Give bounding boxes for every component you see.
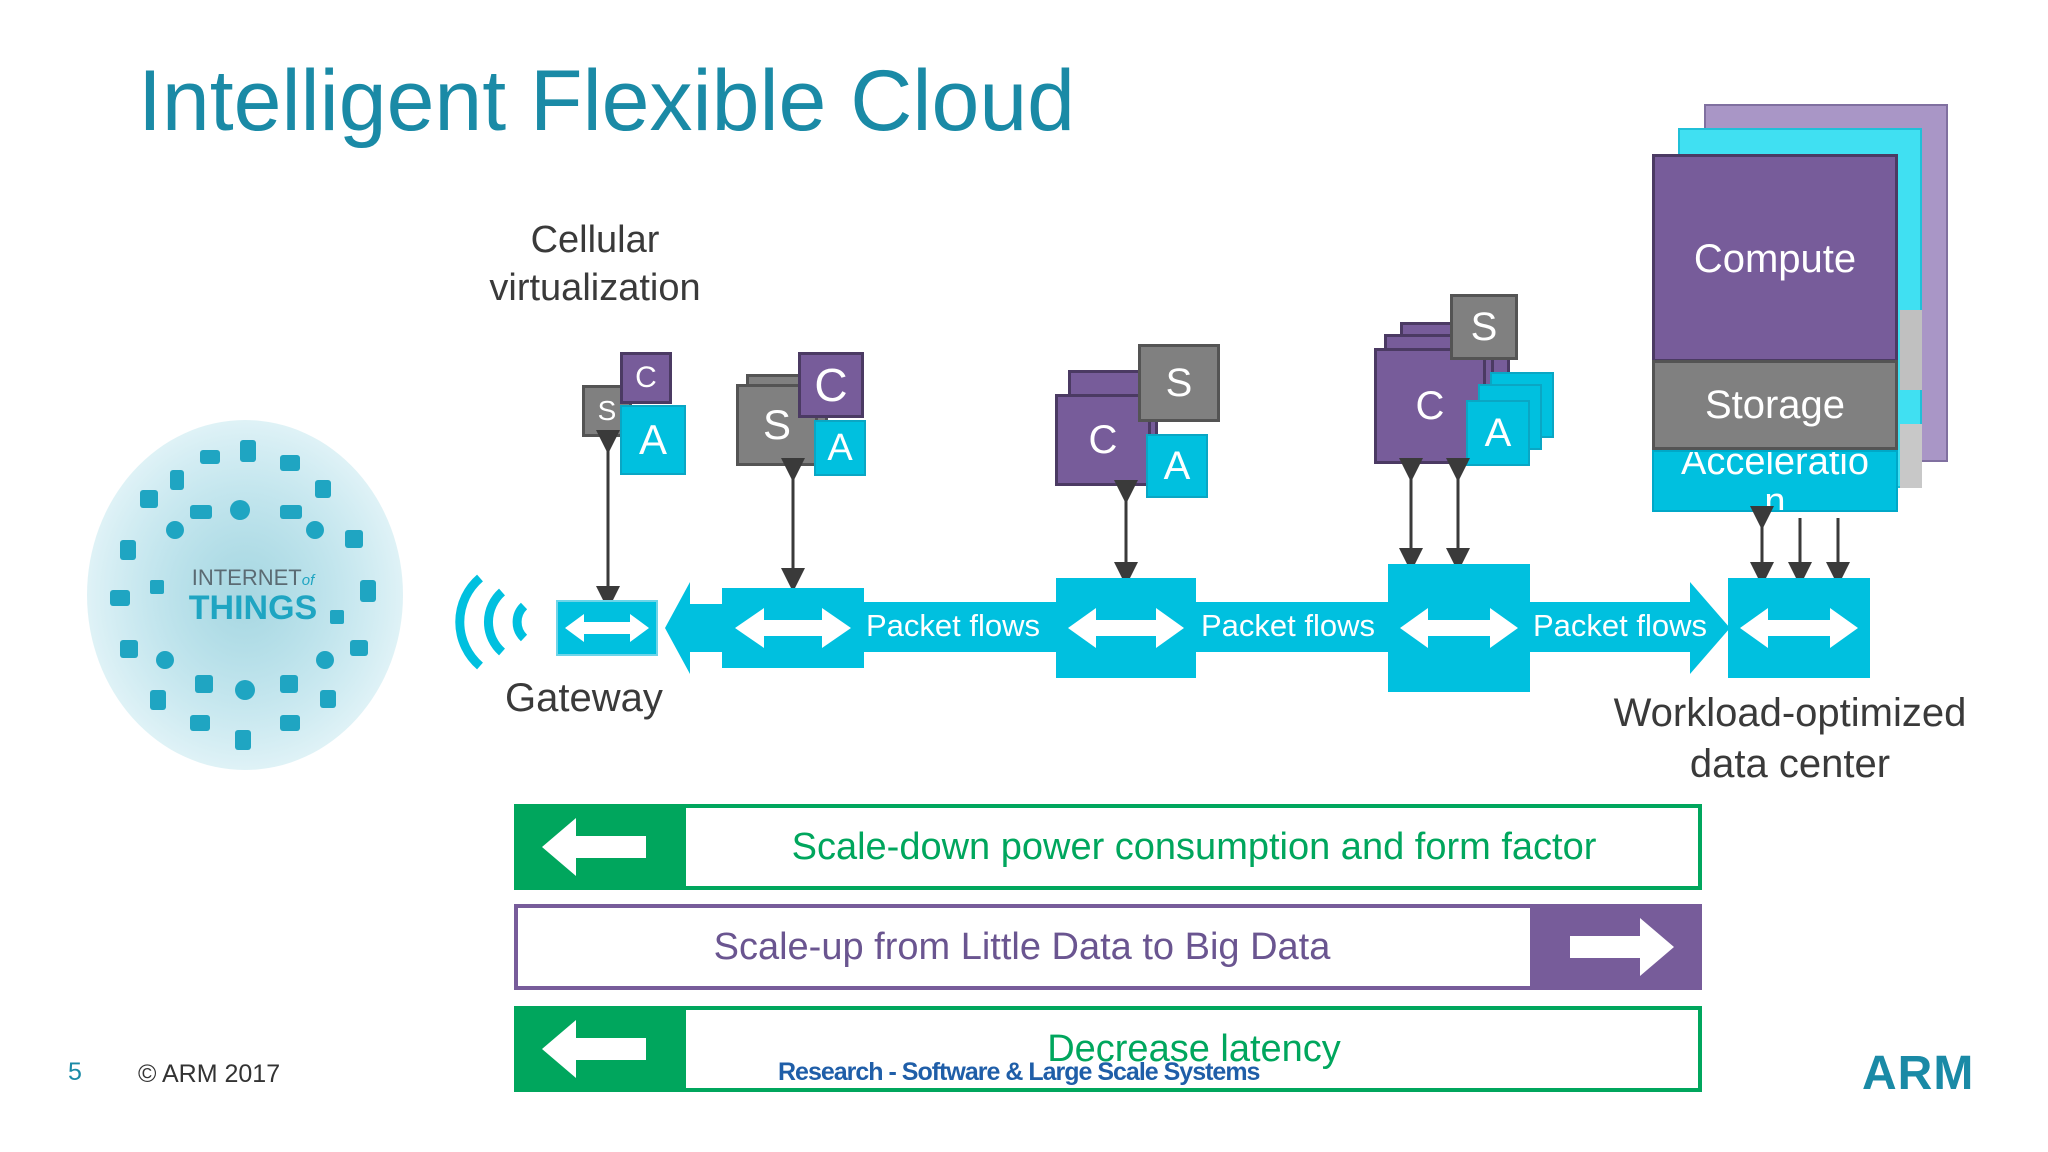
node3-compute: C <box>1055 394 1151 486</box>
cellular-virtualization-label: Cellular virtualization <box>489 219 701 309</box>
double-arrow-icon <box>735 608 851 648</box>
node4-storage: S <box>1450 294 1518 360</box>
double-arrow-icon <box>1400 608 1518 648</box>
node2-compute: C <box>798 352 864 418</box>
page-number: 5 <box>68 1058 82 1086</box>
datacenter-storage: Storage <box>1652 360 1898 450</box>
packet-flows-label-1: Packet flows <box>866 608 1041 643</box>
iot-icon-cluster <box>87 420 403 770</box>
right-arrow-icon <box>1570 918 1674 976</box>
latency-bar <box>514 1006 1702 1092</box>
latency-arrow-box <box>514 1006 686 1092</box>
datacenter-acceleration: Acceleratio n <box>1652 450 1898 512</box>
right-arrow-icon <box>1530 582 1730 674</box>
left-arrow-icon <box>542 1020 646 1078</box>
latency-text: Decrease latency <box>1047 1028 1341 1070</box>
datacenter-label: Workload-optimized data center <box>1613 691 1967 786</box>
packet-flows-label-3: Packet flows <box>1533 608 1708 643</box>
scale-down-arrow-box <box>514 804 686 890</box>
node3-accelerator: A <box>1146 434 1208 498</box>
double-arrow-icon <box>1740 608 1858 648</box>
copyright: © ARM 2017 <box>138 1060 281 1088</box>
gateway-label: Gateway <box>505 676 663 720</box>
double-arrow-icon <box>565 614 649 642</box>
iot-of: of <box>301 572 315 589</box>
wifi-signal-icon <box>450 560 540 680</box>
node1-compute: C <box>620 352 672 404</box>
packet-flows-label-2: Packet flows <box>1201 608 1376 643</box>
left-arrow-icon <box>542 818 646 876</box>
scale-down-bar <box>514 804 1702 890</box>
footer-center-text: Research - Software & Large Scale System… <box>778 1058 1260 1086</box>
scale-up-bar <box>514 904 1702 990</box>
iot-line2: THINGS <box>188 589 318 627</box>
scale-up-arrow-box <box>1530 904 1702 990</box>
iot-line1: INTERNET <box>191 565 302 590</box>
double-arrow-icon <box>1068 608 1184 648</box>
node1-accelerator: A <box>620 405 686 475</box>
arm-logo: ARM <box>1862 1047 1975 1100</box>
scale-down-text: Scale-down power consumption and form fa… <box>791 826 1597 868</box>
node4-accelerator: A <box>1466 400 1530 466</box>
left-arrow-icon <box>665 582 740 674</box>
scale-up-text: Scale-up from Little Data to Big Data <box>713 926 1331 968</box>
iot-logo-text: INTERNETof THINGS <box>158 565 348 628</box>
node2-accelerator: A <box>814 420 866 476</box>
slide-title: Intelligent Flexible Cloud <box>138 53 1075 149</box>
node3-storage: S <box>1138 344 1220 422</box>
iot-cloud-illustration: INTERNETof THINGS <box>80 410 410 780</box>
